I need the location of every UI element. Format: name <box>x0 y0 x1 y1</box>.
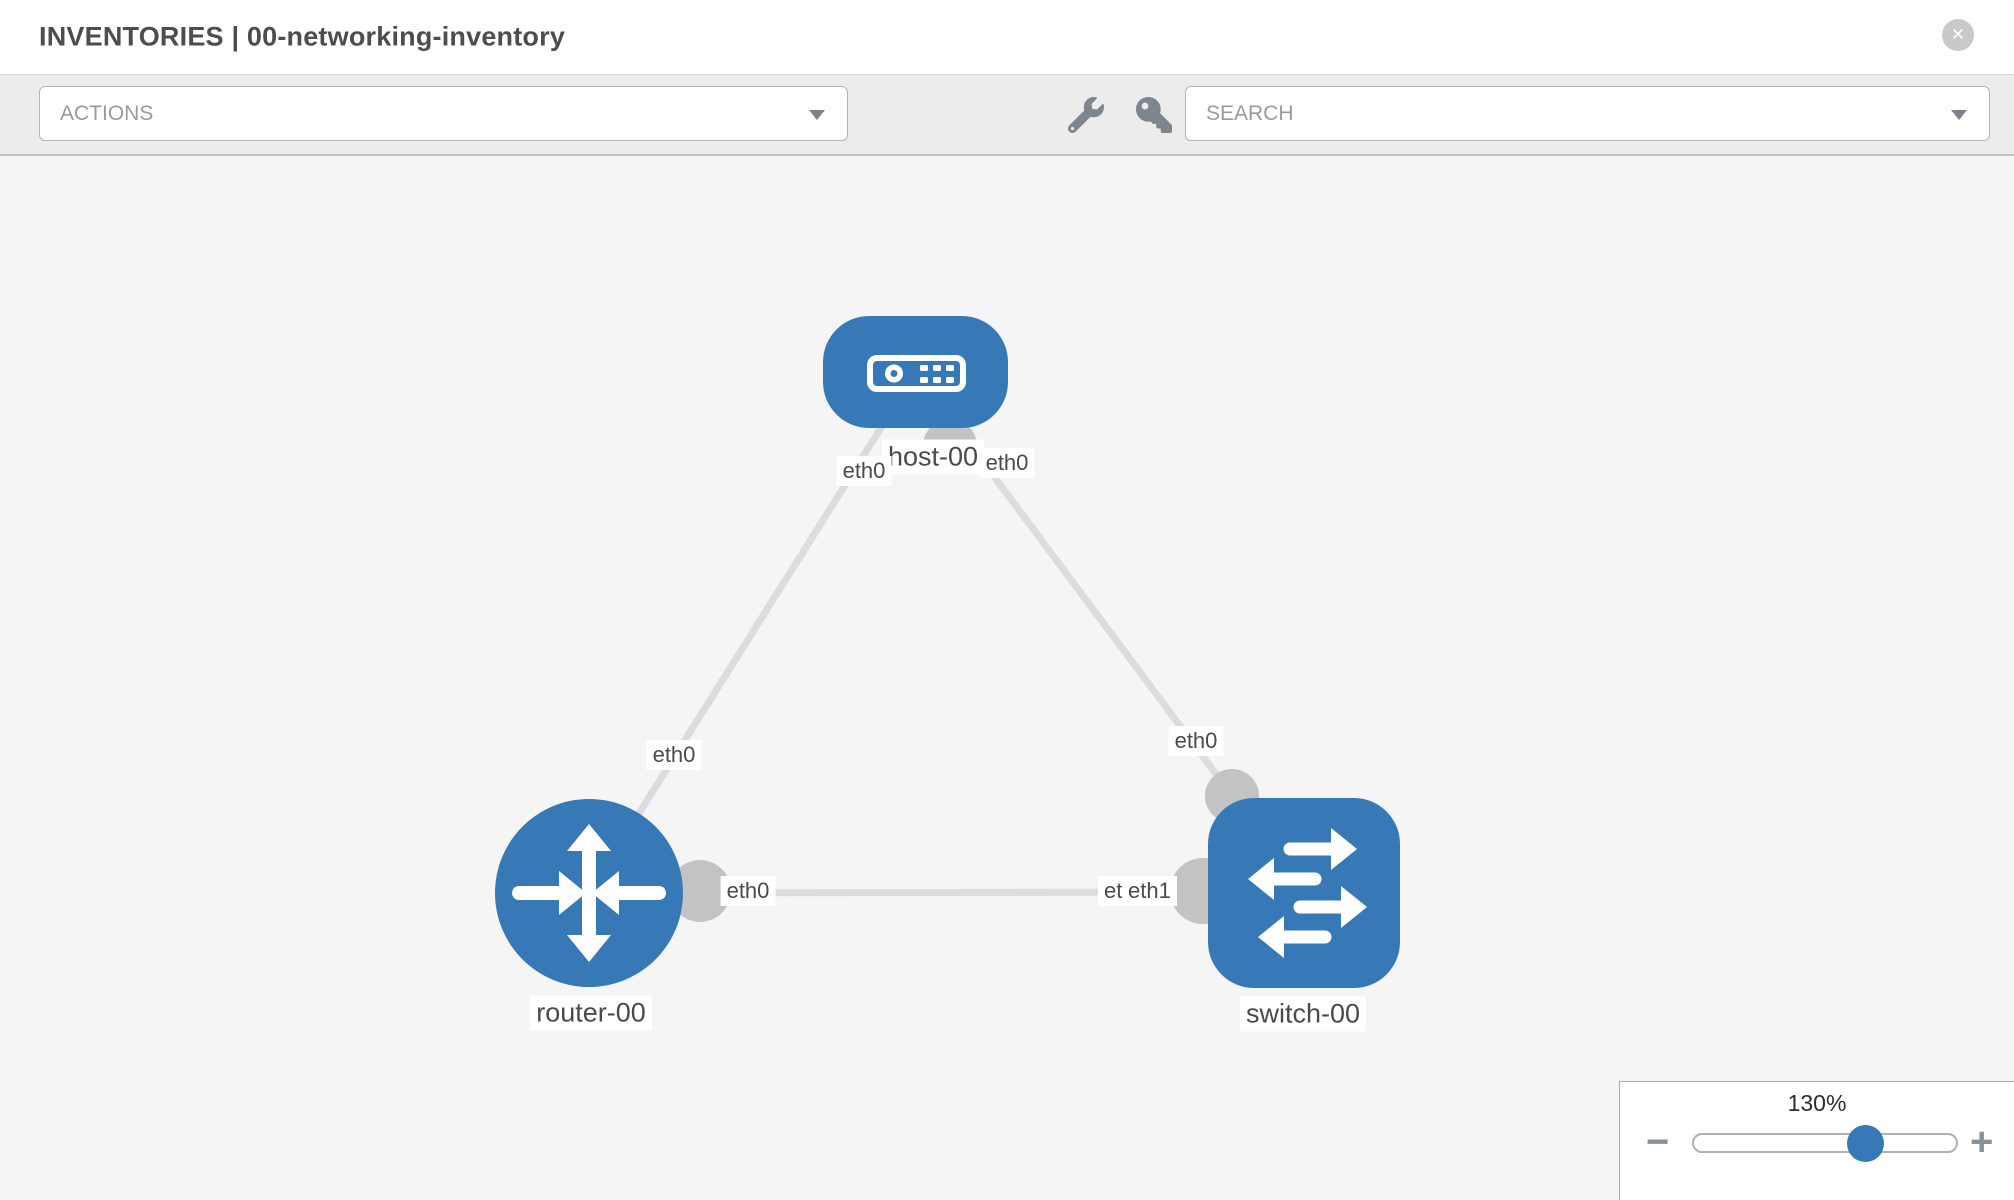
header-bar: INVENTORIES | 00-networking-inventory ✕ <box>0 0 2014 75</box>
if-label-router-to-switch: eth0 <box>720 876 776 906</box>
close-icon[interactable]: ✕ <box>1942 19 1974 51</box>
if-label-host-to-switch: eth0 <box>979 448 1035 478</box>
if-label-host-to-router: eth0 <box>836 456 892 486</box>
search-dropdown[interactable]: SEARCH <box>1185 86 1990 141</box>
if-label-switch-front: eth1 <box>1122 876 1177 906</box>
wrench-icon[interactable] <box>1067 97 1104 134</box>
node-label-router: router-00 <box>530 995 652 1031</box>
chevron-down-icon <box>809 109 825 120</box>
router-icon <box>512 824 666 962</box>
key-icon[interactable] <box>1136 97 1172 133</box>
page-title: INVENTORIES | 00-networking-inventory <box>39 21 566 52</box>
node-switch[interactable] <box>1208 798 1400 988</box>
zoom-in-button[interactable]: + <box>1970 1120 1994 1164</box>
node-router[interactable] <box>495 799 683 987</box>
switch-icon <box>1248 828 1367 958</box>
chevron-down-icon <box>1951 109 1967 120</box>
host-icon <box>867 355 966 392</box>
actions-dropdown-label: ACTIONS <box>60 101 154 125</box>
search-dropdown-label: SEARCH <box>1206 101 1294 125</box>
zoom-slider-thumb[interactable] <box>1847 1125 1884 1162</box>
zoom-out-button[interactable]: − <box>1646 1120 1670 1164</box>
if-label-router-to-host: eth0 <box>646 740 702 770</box>
if-label-switch-to-host: eth0 <box>1168 726 1224 756</box>
close-glyph: ✕ <box>1950 25 1966 44</box>
node-host[interactable] <box>823 316 1008 428</box>
node-label-host: host-00 <box>881 439 985 475</box>
zoom-slider[interactable] <box>1692 1125 1958 1162</box>
interface-endpoints <box>669 419 1259 924</box>
zoom-control-panel: 130% − + <box>1619 1081 2014 1200</box>
toolbar: ACTIONS SEARCH <box>0 75 2014 156</box>
endpoint-router-right[interactable] <box>669 860 731 922</box>
node-label-switch: switch-00 <box>1239 996 1367 1032</box>
actions-dropdown[interactable]: ACTIONS <box>39 86 848 141</box>
zoom-level-value: 130% <box>1787 1090 1847 1116</box>
topology-canvas[interactable]: host-00 router-00 switch-00 eth0 eth0 et… <box>0 156 2014 1200</box>
topology-svg <box>495 316 1400 988</box>
